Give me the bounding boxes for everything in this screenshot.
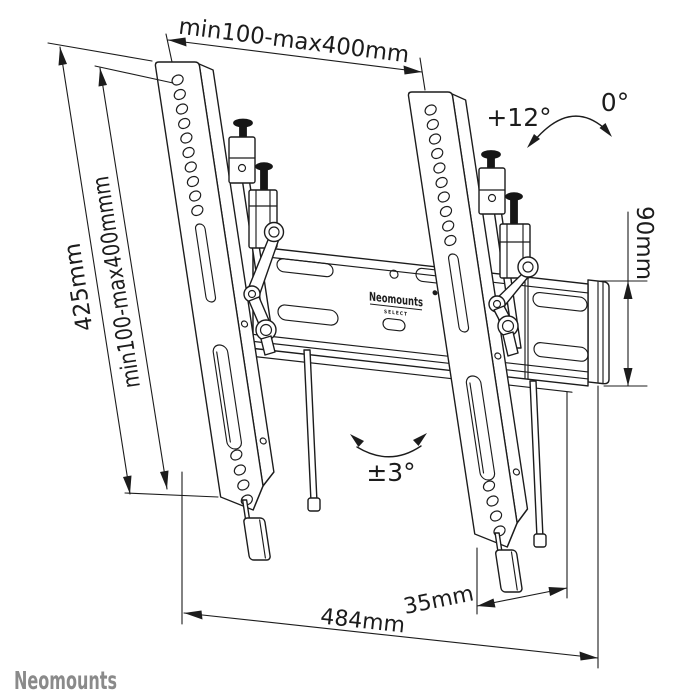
dimension-right-depth: 90mm <box>623 206 657 387</box>
right-bottom-endcap <box>495 549 523 593</box>
annotation-tilt-angle: +12° 0° <box>486 88 629 148</box>
dimension-bottom-width: 484mm <box>183 605 599 661</box>
plate-screw <box>432 290 438 296</box>
right-elbow-joint <box>517 256 539 278</box>
plate-slot <box>277 304 339 326</box>
plate-handle-slot <box>382 317 406 332</box>
tilt-zero-label: 0° <box>601 88 629 117</box>
left-tilt-mechanism <box>228 118 285 356</box>
tv-brackets <box>154 61 529 593</box>
dimension-bottom-offset: 35mm <box>402 581 568 620</box>
top-width-label: min100-max400mm <box>177 14 410 69</box>
rear-hooks <box>303 349 547 548</box>
plate-slot <box>533 342 589 362</box>
level-adjust-label: ±3° <box>366 458 415 487</box>
right-clamp-1 <box>478 167 506 215</box>
right-tilt-mechanism <box>478 150 539 357</box>
bottom-offset-label: 35mm <box>402 581 476 619</box>
plate-slot <box>276 258 334 278</box>
brand-watermark: Neomounts <box>14 666 117 695</box>
dimension-left-inner: min100-max400mmm <box>88 67 169 490</box>
plate-select-label: SELECT <box>384 309 408 318</box>
annotation-level-adjust: ±3° <box>350 433 427 487</box>
left-clamp-1 <box>228 136 256 184</box>
tilt-down-label: +12° <box>486 103 551 132</box>
right-depth-label: 90mm <box>631 206 657 280</box>
left-elbow-joint <box>263 221 285 243</box>
plate-brand-logo: Neomounts <box>369 289 423 309</box>
bottom-width-label: 484mm <box>319 605 406 639</box>
left-bracket-rail <box>154 61 275 561</box>
dimension-top-width: min100-max400mm <box>167 14 423 75</box>
plate-slot <box>532 291 588 312</box>
plate-hole <box>389 269 399 279</box>
left-bottom-endcap <box>243 517 271 561</box>
